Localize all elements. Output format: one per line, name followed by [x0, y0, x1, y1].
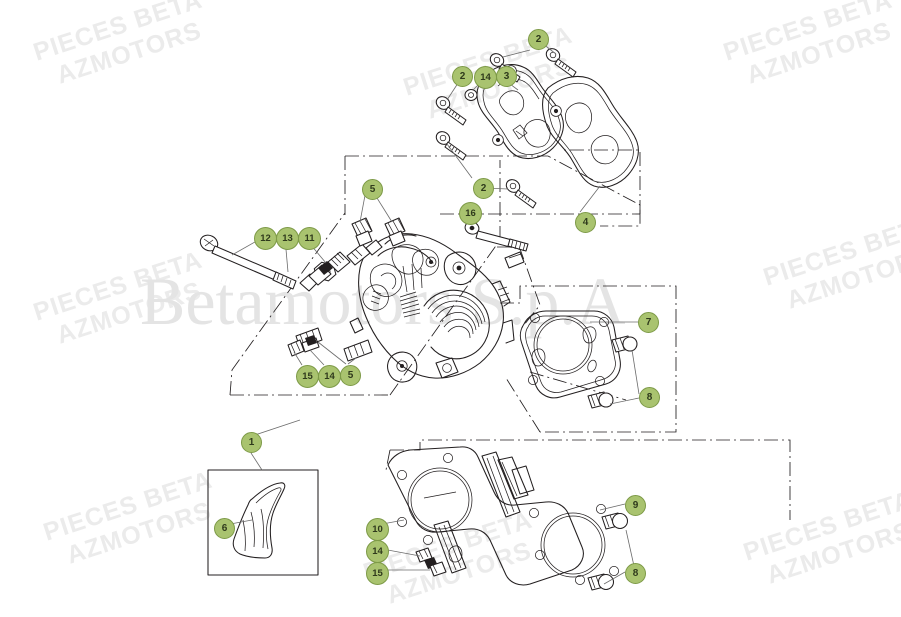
- dowel-pin-art-2: [587, 391, 614, 409]
- cylinder-block-art: [387, 446, 619, 586]
- dowel-pin-art-4: [587, 573, 615, 591]
- callout-15-bottom[interactable]: 15: [366, 562, 389, 585]
- dowel-pin-art-1: [611, 335, 638, 353]
- cover-bolt-art-3: [435, 96, 467, 126]
- callout-14-top[interactable]: 14: [474, 66, 497, 89]
- callout-7[interactable]: 7: [638, 312, 659, 333]
- cylinder-head-art: [349, 233, 525, 383]
- detail-box: [207, 469, 319, 576]
- bolt-art-bottom: [415, 547, 447, 577]
- cover-bolt-art-2: [545, 48, 577, 78]
- cover-bolt-art-4: [435, 131, 467, 161]
- callout-5-mid[interactable]: 5: [340, 365, 361, 386]
- callout-4[interactable]: 4: [575, 212, 596, 233]
- nut-art-left: [305, 335, 317, 346]
- head-gasket-plate-art: [519, 310, 621, 399]
- stud-art-5b: [384, 217, 406, 247]
- callout-10[interactable]: 10: [366, 518, 389, 541]
- callout-11[interactable]: 11: [298, 227, 321, 250]
- dowel-art-2: [343, 339, 373, 362]
- callout-16[interactable]: 16: [459, 202, 482, 225]
- callout-12[interactable]: 12: [254, 227, 277, 250]
- callout-1[interactable]: 1: [241, 432, 262, 453]
- callout-2-left[interactable]: 2: [452, 66, 473, 87]
- callout-8-bottom[interactable]: 8: [625, 563, 646, 584]
- callout-14-bottom[interactable]: 14: [366, 540, 389, 563]
- stud-art-5a: [351, 217, 373, 247]
- callout-3[interactable]: 3: [496, 66, 517, 87]
- callout-2-top[interactable]: 2: [528, 29, 549, 50]
- callout-5-top[interactable]: 5: [362, 179, 383, 200]
- spark-plug-art: [299, 239, 383, 292]
- stud-art-16: [464, 221, 529, 252]
- cover-gasket-art: [542, 75, 639, 188]
- leader-lines: [224, 39, 640, 585]
- dowel-pin-art-3: [601, 512, 629, 530]
- callout-13[interactable]: 13: [276, 227, 299, 250]
- callout-8-mid[interactable]: 8: [639, 387, 660, 408]
- callout-6[interactable]: 6: [214, 518, 235, 539]
- callout-2-mid[interactable]: 2: [473, 178, 494, 199]
- cover-bolt-art-5: [505, 179, 537, 209]
- washer-art-top: [464, 88, 478, 102]
- callout-9[interactable]: 9: [625, 495, 646, 516]
- callout-15-mid[interactable]: 15: [296, 365, 319, 388]
- callout-14-mid[interactable]: 14: [318, 365, 341, 388]
